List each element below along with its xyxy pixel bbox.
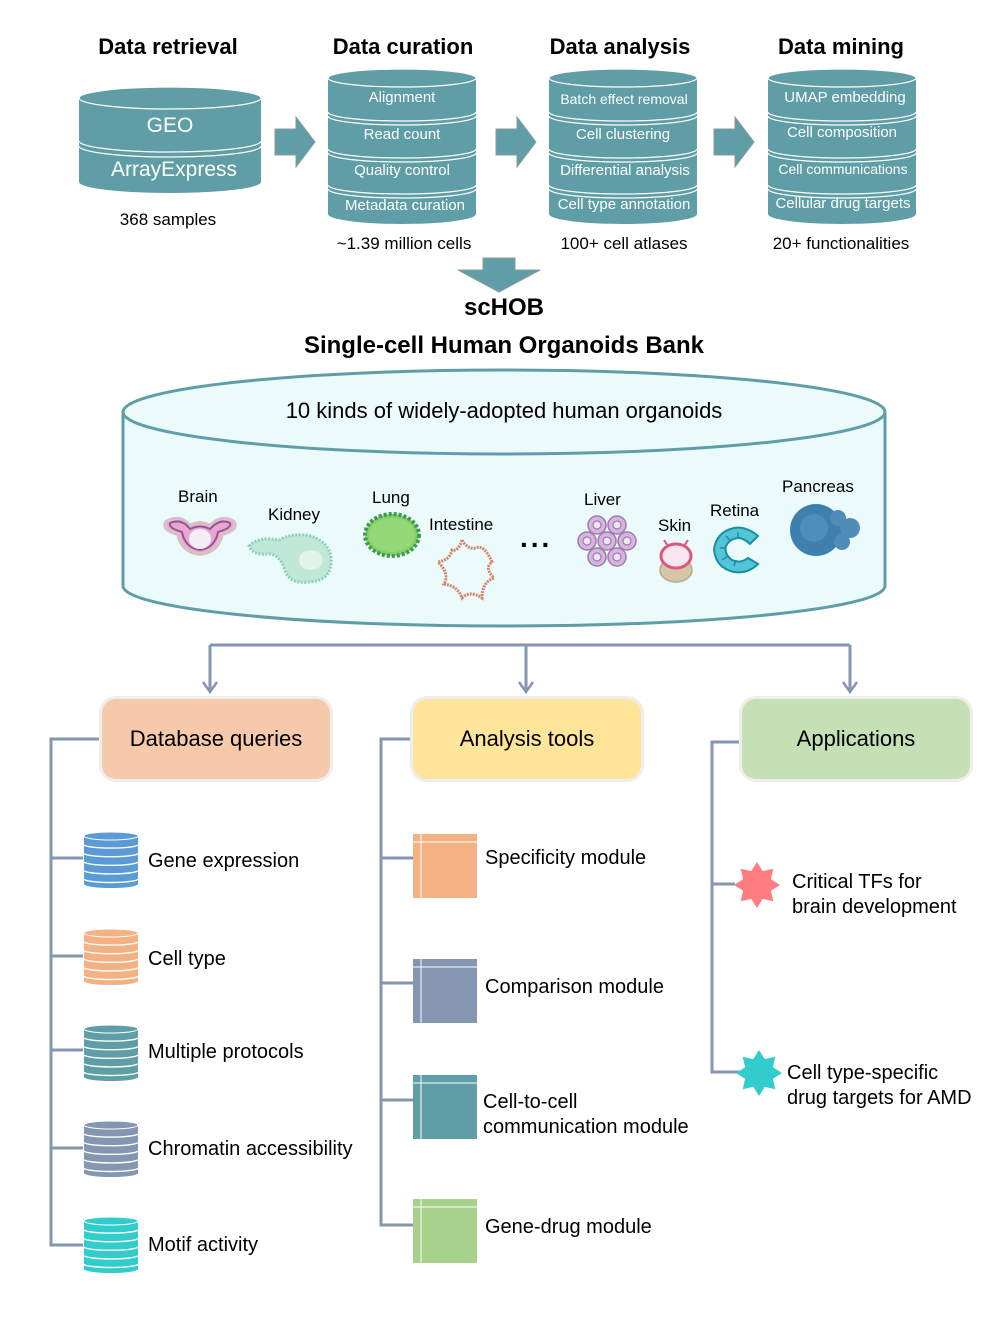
curation-layer-4: Metadata curation (344, 197, 466, 214)
list-item: Multiple protocols (148, 1041, 304, 1063)
organoid-label-skin: Skin (658, 516, 692, 535)
database-full-name: Single-cell Human Organoids Bank (303, 332, 705, 359)
star-icon (736, 1050, 782, 1096)
list-item-line: Cell type-specific (787, 1062, 939, 1084)
list-item: Cell type-specific drug targets for AMD (787, 1061, 972, 1111)
brain-organoid-icon (163, 516, 237, 557)
retrieval-layer-arrayexpress: ArrayExpress (110, 158, 238, 181)
curation-layer-2: Read count (363, 126, 441, 143)
organoid-label-pancreas: Pancreas (782, 477, 854, 496)
analysis-database-icon (548, 68, 698, 224)
retrieval-database-icon (78, 86, 262, 193)
category-title: Applications (796, 726, 916, 751)
liver-organoid-icon (577, 515, 637, 567)
list-item: Chromatin accessibility (148, 1138, 353, 1160)
list-item-line: communication module (483, 1116, 689, 1138)
analysis-layer-3: Differential analysis (560, 162, 690, 179)
stage-title-mining: Data mining (778, 34, 904, 59)
list-item-line: brain development (792, 896, 957, 918)
kidney-organoid-icon (247, 533, 333, 584)
mining-layer-3: Cell communications (778, 161, 908, 177)
pancreas-organoid-icon (790, 504, 860, 556)
list-item: Gene expression (148, 850, 300, 872)
curation-layer-3: Quality control (354, 162, 450, 179)
stage-title-curation: Data curation (332, 34, 474, 59)
stage-title-analysis: Data analysis (549, 34, 691, 59)
lung-organoid-icon (363, 512, 421, 558)
star-icon (734, 862, 780, 908)
category-title: Analysis tools (459, 726, 595, 751)
retrieval-layer-geo: GEO (146, 114, 194, 137)
mining-layer-1: UMAP embedding (784, 89, 906, 106)
list-item: Cell-to-cell communication module (483, 1090, 689, 1140)
table-icon (413, 959, 477, 1023)
list-item: Gene-drug module (485, 1216, 652, 1238)
stage-title-retrieval: Data retrieval (98, 34, 238, 59)
mining-caption: 20+ functionalities (772, 234, 910, 253)
list-item: Specificity module (485, 847, 647, 869)
table-icon (413, 1075, 477, 1139)
database-icon (83, 1120, 139, 1177)
skin-organoid-icon (659, 539, 693, 583)
right-arrow-icon (495, 115, 537, 169)
category-analysis-tools: Analysis tools (413, 699, 641, 779)
list-item-line: Critical TFs for (792, 871, 922, 893)
organoid-label-liver: Liver (584, 490, 621, 509)
analysis-layer-4: Cell type annotation (557, 196, 691, 213)
right-arrow-icon (713, 115, 755, 169)
category-applications: Applications (742, 699, 970, 779)
organoid-label-kidney: Kidney (268, 505, 320, 524)
organoid-ellipsis: ... (520, 522, 553, 553)
category-title: Database queries (129, 726, 303, 751)
intestine-organoid-icon (434, 536, 497, 601)
organoid-label-retina: Retina (710, 501, 760, 520)
database-icon (83, 1216, 139, 1273)
down-arrow-icon (457, 257, 541, 293)
analysis-caption: 100+ cell atlases (560, 234, 688, 253)
analysis-layer-1: Batch effect removal (560, 91, 688, 107)
curation-layer-1: Alignment (368, 89, 436, 106)
curation-caption: ~1.39 million cells (336, 234, 472, 253)
database-icon (83, 928, 139, 985)
table-icon (413, 834, 477, 898)
category-database-queries: Database queries (102, 699, 330, 779)
analysis-layer-2: Cell clustering (575, 126, 671, 143)
retina-organoid-icon (712, 526, 760, 574)
list-item: Critical TFs for brain development (792, 870, 957, 920)
organoid-label-lung: Lung (372, 488, 410, 507)
organoid-bank-description: 10 kinds of widely-adopted human organoi… (285, 398, 723, 423)
list-item-line: drug targets for AMD (787, 1087, 972, 1109)
mining-layer-4: Cellular drug targets (775, 195, 911, 212)
curation-database-icon (327, 68, 477, 224)
list-item: Cell type (148, 948, 226, 970)
list-item: Motif activity (148, 1234, 259, 1256)
mining-database-icon (767, 68, 917, 224)
organoid-label-brain: Brain (178, 487, 218, 506)
list-item: Comparison module (485, 976, 664, 998)
database-icon (83, 831, 139, 888)
organoid-label-intestine: Intestine (429, 515, 494, 534)
table-icon (413, 1199, 477, 1263)
database-name: scHOB (463, 294, 545, 321)
mining-layer-2: Cell composition (786, 124, 898, 141)
retrieval-caption: 368 samples (119, 210, 217, 229)
list-item-line: Cell-to-cell (483, 1091, 578, 1113)
database-icon (83, 1024, 139, 1081)
right-arrow-icon (274, 115, 316, 169)
